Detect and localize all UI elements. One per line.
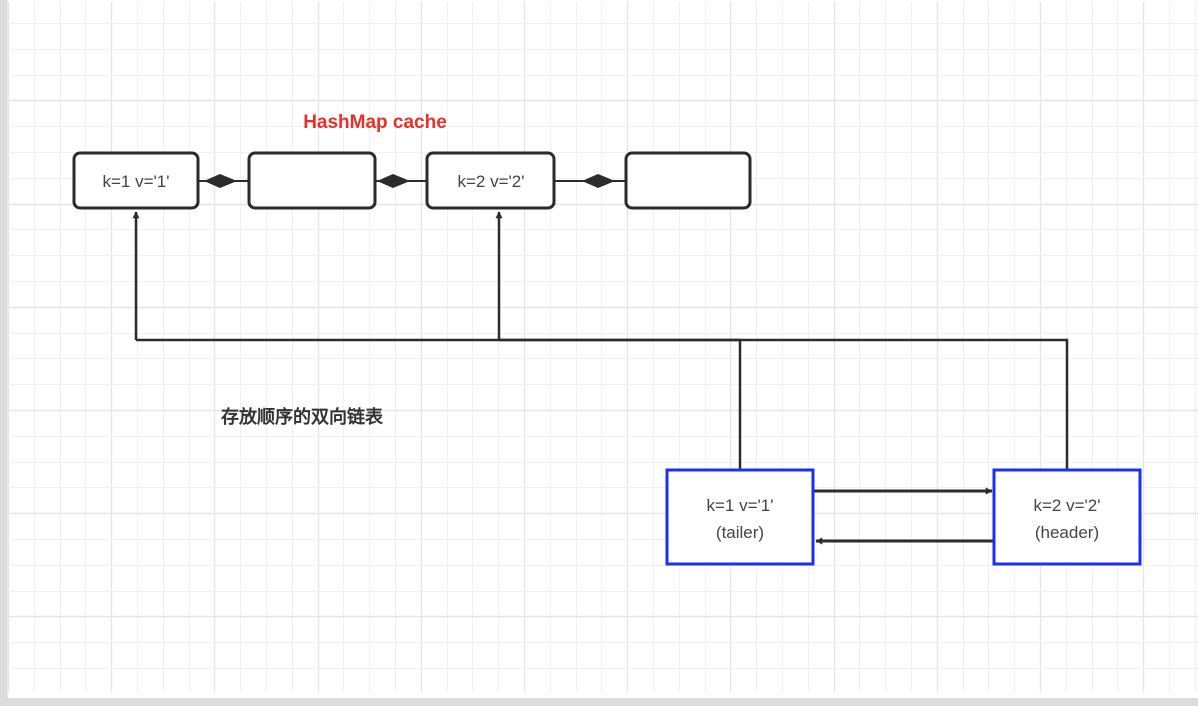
hashmap-slot[interactable]: [247, 151, 377, 210]
list-node-label: k=1 v='1': [707, 496, 774, 515]
diamond-icon: [204, 174, 237, 188]
canvas-left-border-inner: [7, 0, 8, 698]
hashmap-slot[interactable]: k=2 v='2': [425, 151, 556, 210]
hashmap-title: HashMap cache: [303, 112, 447, 133]
slot-box[interactable]: [247, 151, 377, 210]
diamond-icon: [582, 174, 615, 188]
hashmap-slot[interactable]: [624, 151, 752, 210]
diagram-canvas[interactable]: HashMap cache k=1 v='1' k=2 v='2' 存放顺序的双…: [8, 0, 1198, 698]
linked-list-caption: 存放顺序的双向链表: [221, 406, 384, 428]
edge-from-tailer: [136, 338, 742, 470]
list-node-label: k=2 v='2': [1034, 496, 1101, 515]
canvas-left-border: [0, 0, 7, 706]
slot-box[interactable]: [72, 151, 200, 210]
background-grid: [8, 2, 1198, 692]
list-node-header[interactable]: k=2 v='2' (header): [992, 468, 1142, 566]
list-node-tailer[interactable]: k=1 v='1' (tailer): [665, 468, 815, 566]
reference-edges: [132, 211, 1069, 470]
slot-box[interactable]: [624, 151, 752, 210]
diamond-icon: [377, 174, 410, 188]
list-node-role: (header): [1035, 523, 1099, 542]
list-node-role: (tailer): [716, 523, 764, 542]
hashmap-slot[interactable]: k=1 v='1': [72, 151, 200, 210]
canvas-bottom-border: [0, 698, 1198, 706]
edge-from-header: [499, 338, 1069, 470]
list-links: [814, 487, 994, 545]
slot-label: k=1 v='1': [103, 172, 170, 191]
list-node-box[interactable]: [665, 468, 815, 566]
slot-label: k=2 v='2': [458, 172, 525, 191]
list-node-box[interactable]: [992, 468, 1142, 566]
slot-box[interactable]: [425, 151, 556, 210]
hashmap-connectors: [198, 174, 626, 188]
